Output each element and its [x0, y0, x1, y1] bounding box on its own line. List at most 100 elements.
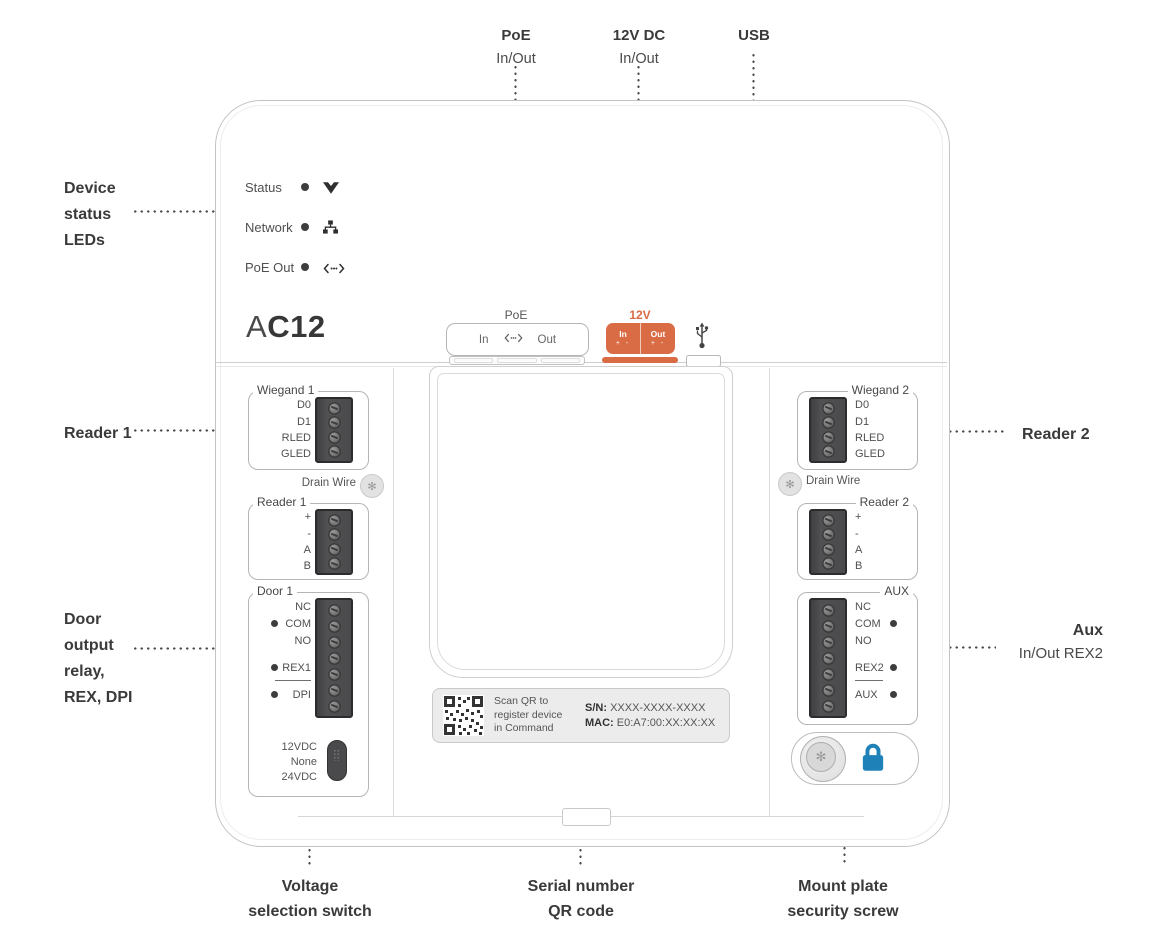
led-dot: [890, 691, 897, 698]
terminal-screw[interactable]: [327, 619, 341, 633]
pin-row: NO: [251, 632, 312, 649]
reader1-terminal-block[interactable]: [315, 509, 353, 575]
pin-row: +: [251, 509, 311, 525]
12v-in-polarity: + -: [615, 339, 631, 347]
12v-port-label: 12V: [629, 308, 651, 322]
terminal-screw[interactable]: [821, 401, 835, 415]
pin-label-+: +: [855, 511, 862, 524]
pin-label-nc: NC: [855, 600, 871, 613]
wiegand2-terminal-block[interactable]: [809, 397, 847, 463]
reader2-terminal-block[interactable]: [809, 509, 847, 575]
terminal-screw[interactable]: [821, 619, 835, 633]
terminal-screw[interactable]: [821, 699, 835, 713]
pin-row: D1: [251, 413, 311, 429]
terminal-screw[interactable]: [327, 651, 341, 665]
leader-line-aux: [934, 646, 996, 649]
pin-row: A: [855, 542, 917, 558]
terminal-screw[interactable]: [327, 603, 341, 617]
pin-row: REX2: [855, 659, 917, 676]
terminal-screw[interactable]: [327, 683, 341, 697]
network-icon: [323, 220, 338, 239]
terminal-screw[interactable]: [327, 635, 341, 649]
pin-label--: -: [855, 527, 859, 540]
callout-poe-subtitle: In/Out: [496, 51, 536, 67]
pin-label-rex2: REX2: [855, 661, 884, 674]
aux-label: AUX: [880, 584, 913, 598]
terminal-screw[interactable]: [327, 528, 341, 542]
terminal-screw[interactable]: [327, 513, 341, 527]
pin-label-a: A: [303, 543, 311, 556]
pin-label-d0: D0: [296, 399, 311, 412]
terminal-screw[interactable]: [821, 542, 835, 556]
callout-poe: PoE In/Out: [496, 24, 536, 71]
terminal-screw[interactable]: [821, 651, 835, 665]
network-led: [301, 223, 309, 231]
callout-device-status-leds: Device status LEDs: [64, 180, 116, 249]
poe-link-icon: [503, 333, 523, 346]
led-dot: [890, 664, 897, 671]
pin-label-com: COM: [855, 617, 881, 630]
panel-edge-right: [769, 368, 770, 817]
voltage-selection-switch[interactable]: [327, 740, 347, 781]
12v-connector-slot: [602, 357, 678, 363]
leader-line-status: [132, 210, 230, 213]
12v-out-label: Out: [650, 328, 666, 339]
terminal-screw[interactable]: [327, 401, 341, 415]
pin-label-a: A: [855, 543, 863, 556]
pin-label-+: +: [304, 511, 311, 524]
terminal-screw[interactable]: [327, 667, 341, 681]
sn-value: XXXX-XXXX-XXXX: [610, 702, 706, 714]
wiegand1-terminal-block[interactable]: [315, 397, 353, 463]
callout-12vdc-title: 12V DC: [612, 27, 666, 44]
voltage-option-12vdc: 12VDC: [281, 741, 317, 753]
pin-row: NC: [251, 598, 311, 615]
12v-in-terminal: In+ -: [606, 323, 640, 354]
terminal-screw[interactable]: [821, 430, 835, 444]
terminal-screw[interactable]: [327, 557, 341, 571]
pin-row: GLED: [855, 446, 917, 462]
led-dot: [890, 620, 897, 627]
terminal-screw[interactable]: [821, 635, 835, 649]
terminal-screw[interactable]: [821, 667, 835, 681]
pin-label-no: NO: [855, 634, 872, 647]
terminal-screw[interactable]: [327, 699, 341, 713]
poe-in-label: In: [478, 333, 489, 346]
terminal-screw[interactable]: [821, 416, 835, 430]
terminal-screw[interactable]: [327, 416, 341, 430]
network-led-label: Network: [245, 220, 293, 235]
poe-out-label: Out: [537, 333, 557, 346]
terminal-screw[interactable]: [327, 445, 341, 459]
terminal-screw[interactable]: [821, 513, 835, 527]
led-dot: [271, 664, 278, 671]
callout-mount-screw: Mount plate security screw: [787, 878, 899, 920]
terminal-screw[interactable]: [327, 542, 341, 556]
qr-instruction-text: Scan QR to register device in Command: [494, 695, 563, 734]
callout-poe-title: PoE: [501, 27, 531, 44]
aux-terminal-block[interactable]: [809, 598, 847, 718]
12v-out-terminal: Out+ -: [640, 323, 675, 354]
terminal-screw[interactable]: [821, 603, 835, 617]
terminal-screw[interactable]: [821, 528, 835, 542]
pin-row: RLED: [855, 430, 917, 446]
terminal-screw[interactable]: [327, 430, 341, 444]
callout-reader1: Reader 1: [64, 425, 132, 442]
cable-recess-inner: [437, 373, 725, 670]
terminal-screw[interactable]: [821, 557, 835, 571]
door1-terminal-block[interactable]: [315, 598, 353, 718]
terminal-screw[interactable]: [821, 445, 835, 459]
pin-row: NC: [855, 598, 917, 615]
pin-label--: -: [307, 527, 311, 540]
terminal-screw[interactable]: [821, 683, 835, 697]
poe-port: In Out: [446, 323, 589, 356]
poe-link-icon: [323, 261, 345, 279]
pin-row: -: [855, 525, 917, 541]
12v-port: In+ - Out+ -: [606, 323, 675, 354]
model-prefix: A: [246, 309, 268, 344]
